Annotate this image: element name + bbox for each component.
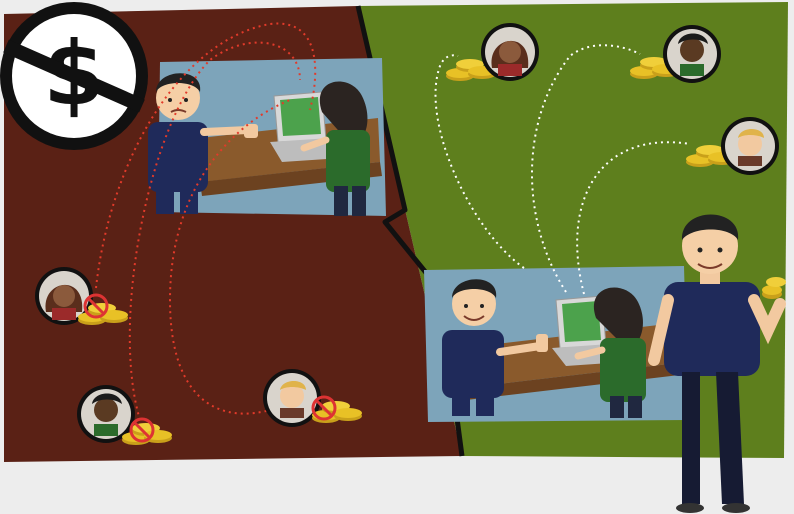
right-avatar-dreadlocks <box>663 25 721 83</box>
right-scene <box>424 266 688 422</box>
dollar-sign-crossed-icon: $ <box>0 2 148 150</box>
right-avatar-long-hair <box>481 23 539 81</box>
left-scene <box>148 58 386 216</box>
right-avatar-blond <box>721 117 779 175</box>
